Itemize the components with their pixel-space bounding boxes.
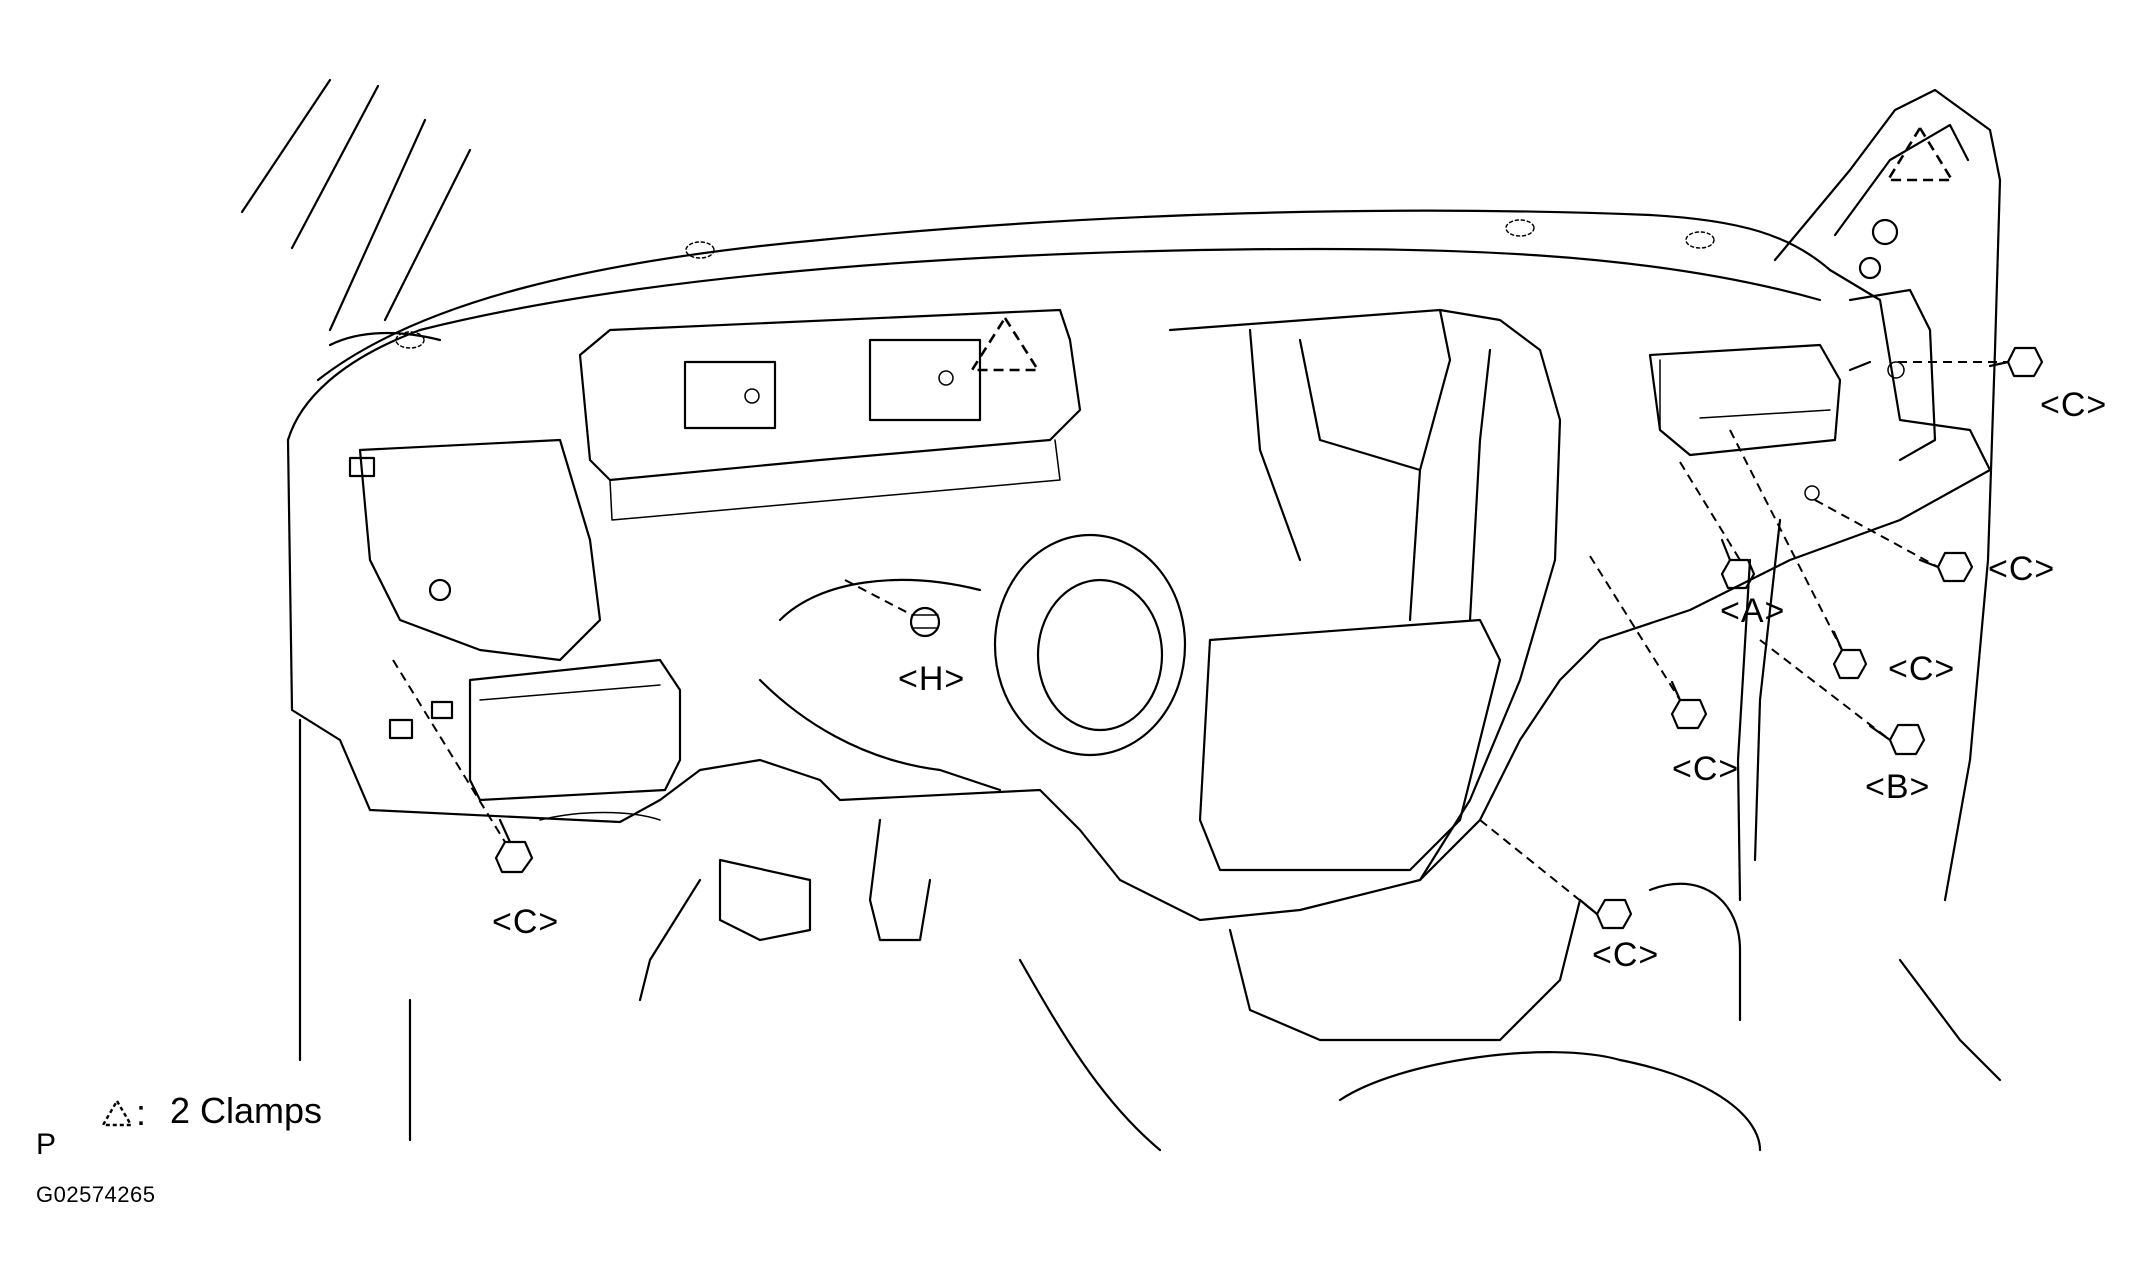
bolt-icon [1868, 723, 1926, 756]
lower-left-module [468, 658, 682, 802]
module-edge [1699, 409, 1831, 419]
callout-c: <C> [492, 903, 560, 941]
connector [539, 811, 661, 821]
floor-line [1018, 958, 1162, 1152]
callout-c: <C> [1988, 550, 2056, 588]
clip-slot [388, 718, 414, 740]
leader-line [392, 659, 506, 843]
clip-slot [348, 456, 376, 478]
dashboard-top-edge [316, 209, 1832, 382]
bolt-hole [1887, 361, 1905, 379]
column-cover [758, 678, 1002, 792]
windshield-line [290, 84, 380, 250]
floor-line [1558, 898, 1582, 982]
callout-c: <C> [1888, 650, 1956, 688]
clip-slot [430, 700, 454, 720]
steering-column-inner [1036, 578, 1164, 732]
figure-id: G02574265 [36, 1182, 156, 1207]
callout-c: <C> [1592, 936, 1660, 974]
clamp-triangle-icon [100, 1098, 134, 1127]
steering-column-ring [993, 533, 1187, 757]
bolt-icon [909, 606, 941, 638]
leader-line [1729, 429, 1843, 651]
bolt-icon [1720, 538, 1756, 590]
door-edge [1753, 518, 1782, 862]
right-pillar [1773, 88, 2002, 902]
leader-line [1679, 461, 1741, 561]
cluster-bracket [868, 338, 982, 422]
center-stack-frame [1168, 308, 1562, 882]
callout-c: <C> [1672, 750, 1740, 788]
floor-line [1898, 958, 2002, 1082]
corner-letter: P [36, 1128, 57, 1161]
console-lid [1338, 1051, 1762, 1152]
column-cover [778, 578, 982, 622]
pedal [868, 818, 932, 942]
leader-line [1479, 819, 1598, 915]
leader-line [1589, 555, 1681, 701]
dashboard-outline [286, 268, 1992, 922]
center-stack-rib [1408, 308, 1452, 622]
bolt-hole [1804, 485, 1820, 501]
center-stack-opening [1198, 618, 1502, 872]
door-edge [1736, 558, 1752, 902]
center-frame-rib [1298, 338, 1422, 472]
legend-text: 2 Clamps [170, 1090, 323, 1131]
windshield-line [383, 148, 472, 322]
callout-b: <B> [1865, 768, 1931, 806]
bolt-icon [1578, 898, 1633, 930]
right-end-bracket [1848, 288, 1937, 462]
leader-line [1814, 499, 1939, 568]
callout-c: <C> [2040, 386, 2108, 424]
bolt-icon [1918, 551, 1974, 583]
console-base [1228, 928, 1562, 1042]
bolt-icon [1988, 346, 2044, 378]
bolt-hole [428, 578, 452, 602]
windshield-line [240, 78, 332, 214]
shift-knob [1648, 882, 1742, 1022]
passenger-airbag-module [1648, 343, 1842, 457]
pedal-arm [638, 878, 702, 1002]
dashboard-pad-ridge [286, 247, 1822, 442]
module-line [479, 684, 661, 701]
cluster-lower-edge [609, 439, 1061, 521]
center-stack-rib [1468, 348, 1492, 622]
pillar-bolt-hole [1871, 218, 1899, 246]
bolt-icon [1670, 680, 1708, 730]
bolt-hole [744, 388, 760, 404]
connector [1848, 360, 1872, 372]
clamp-triangle-icon [1885, 125, 1955, 182]
pillar-bolt-hole [1858, 256, 1882, 280]
right-pillar-inner [1833, 123, 1970, 237]
cluster-bracket [683, 360, 777, 430]
leader-line [844, 579, 913, 616]
bolt-icon [494, 818, 534, 874]
callout-a: <A> [1720, 592, 1786, 630]
cluster-opening [578, 308, 1082, 482]
bolt-icon [1832, 630, 1868, 680]
legend-colon: : [136, 1092, 147, 1133]
leader-line [1759, 639, 1891, 741]
callout-h: <H> [898, 660, 966, 698]
dashboard-pad-curl [328, 331, 442, 347]
bolt-hole [938, 370, 954, 386]
left-vent-housing [358, 438, 602, 662]
center-frame-rib [1248, 328, 1302, 562]
pedal [718, 858, 812, 942]
clip-marks [395, 219, 1715, 349]
windshield-line [328, 118, 427, 332]
clamp-triangle-icon [969, 315, 1041, 372]
